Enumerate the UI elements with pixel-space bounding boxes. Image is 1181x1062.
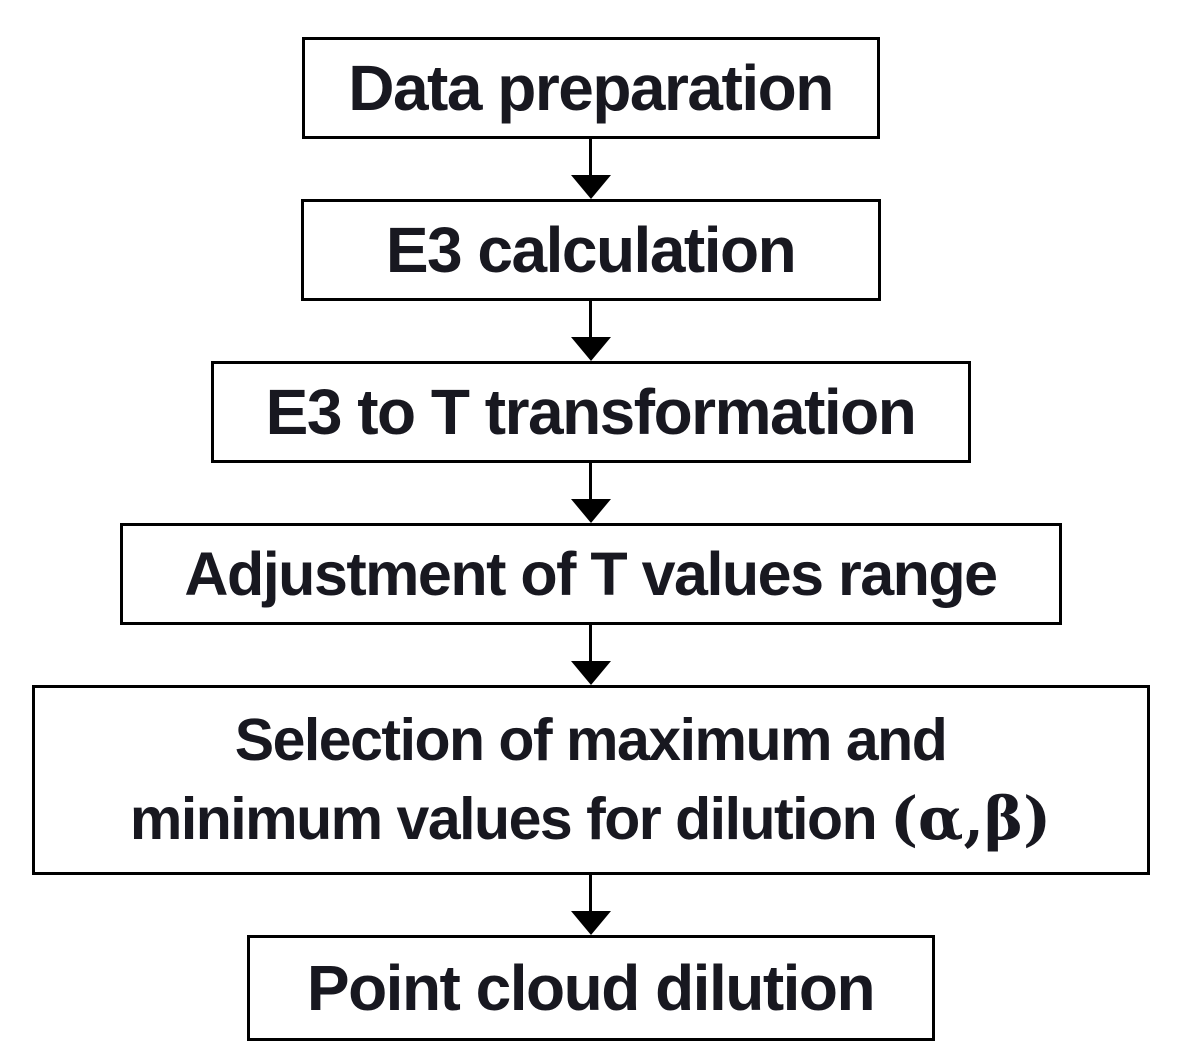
arrow-stem: [589, 463, 592, 499]
flow-node-data-preparation: Data preparation: [301, 37, 880, 139]
node-label: Adjustment of T values range: [184, 540, 998, 608]
node-label: E3 calculation: [385, 214, 797, 286]
arrowhead-down-icon: [570, 175, 611, 199]
node-label: E3 to T transformation: [265, 376, 917, 448]
arrow-stem: [589, 301, 592, 337]
arrow-stem: [589, 625, 592, 661]
flow-arrow: [570, 301, 611, 361]
flow-arrow: [570, 463, 611, 523]
arrowhead-down-icon: [570, 337, 611, 361]
arrowhead-down-icon: [570, 499, 611, 523]
node-label: Point cloud dilution: [306, 952, 876, 1024]
arrowhead-down-icon: [570, 911, 611, 935]
arrow-stem: [589, 139, 592, 175]
flow-node-e3-calculation: E3 calculation: [300, 199, 881, 301]
flow-node-selection-max-min-dilution: Selection of maximum and minimum values …: [31, 685, 1150, 875]
flow-arrow: [570, 139, 611, 199]
flow-node-point-cloud-dilution: Point cloud dilution: [246, 935, 935, 1041]
node-label: Data preparation: [348, 52, 834, 124]
node-label-multiline: Selection of maximum and minimum values …: [130, 702, 1051, 859]
flow-node-adjustment-t-values-range: Adjustment of T values range: [119, 523, 1062, 625]
node-label-line1: Selection of maximum and: [234, 706, 948, 773]
flow-arrow: [570, 625, 611, 685]
flow-arrow: [570, 875, 611, 935]
arrow-stem: [589, 875, 592, 911]
greek-alpha-beta-label: (α,β): [890, 783, 1052, 853]
arrowhead-down-icon: [570, 661, 611, 685]
flow-node-e3-to-t-transformation: E3 to T transformation: [210, 361, 971, 463]
node-label-line2: minimum values for dilution(α,β): [129, 783, 1052, 853]
